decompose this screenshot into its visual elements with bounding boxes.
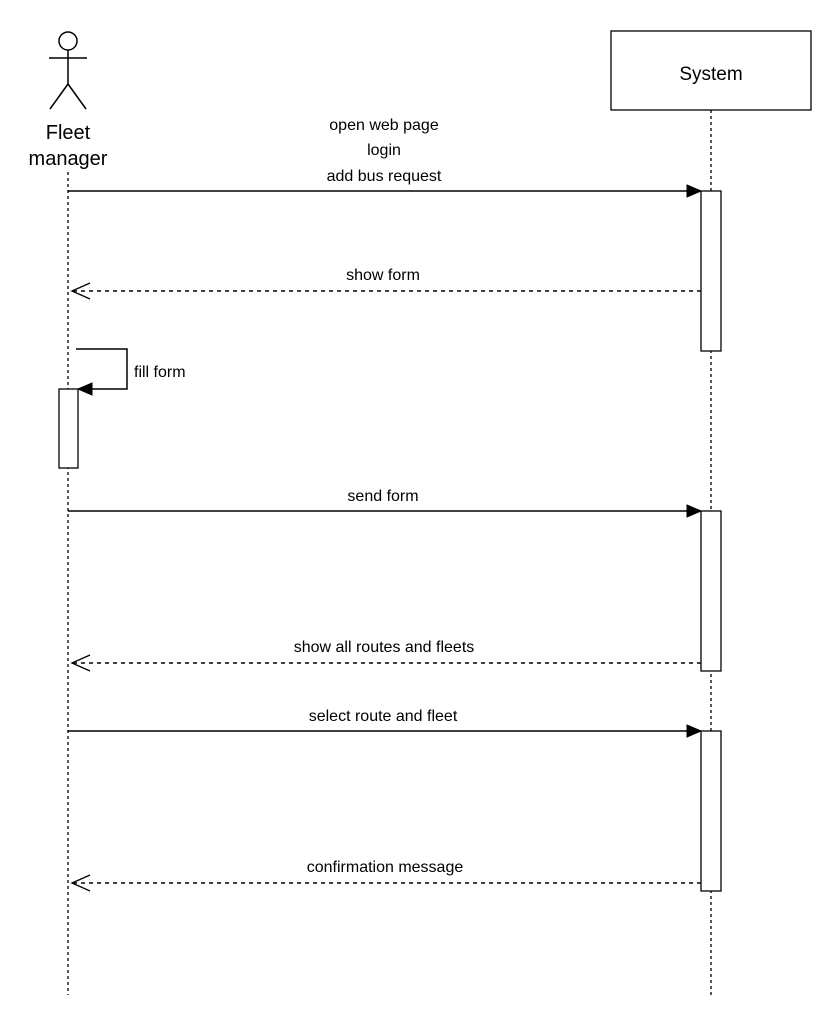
arrowhead-open-icon [70, 874, 91, 892]
message-label: fill form [134, 364, 186, 381]
activation-bar-system-2 [700, 510, 722, 672]
message-label-login: login [367, 142, 401, 159]
activation-bar-system-3 [700, 730, 722, 892]
message-show-form: show form [70, 267, 701, 300]
arrowhead-filled-icon [686, 504, 703, 518]
arrowhead-filled-icon [686, 724, 703, 738]
message-select-route-fleet: select route and fleet [68, 708, 703, 738]
arrowhead-filled-icon [686, 184, 703, 198]
system-label: System [679, 64, 742, 85]
message-confirmation: confirmation message [70, 859, 701, 892]
arrowhead-open-icon [70, 654, 91, 672]
message-label: send form [347, 488, 418, 505]
system-box [610, 30, 812, 111]
actor-label-line2: manager [29, 148, 108, 170]
actor-label-line1: Fleet [46, 122, 91, 144]
message-label-add-bus-request: add bus request [327, 168, 442, 185]
participant-system: System [610, 30, 812, 111]
message-show-routes-fleets: show all routes and fleets [70, 639, 701, 672]
message-label: confirmation message [307, 859, 464, 876]
arrowhead-open-icon [70, 282, 91, 300]
message-request: open web page login add bus request [68, 117, 703, 198]
arrowhead-filled-icon [76, 382, 93, 396]
message-fill-form: fill form [76, 348, 186, 396]
message-send-form: send form [68, 488, 703, 518]
message-label-open-web-page: open web page [329, 117, 439, 134]
stick-figure-icon [49, 31, 87, 110]
message-label: show form [346, 267, 420, 284]
message-label: select route and fleet [309, 708, 458, 725]
activation-bar-actor [58, 388, 79, 469]
message-label: show all routes and fleets [294, 639, 475, 656]
activation-bar-system-1 [700, 190, 722, 352]
self-message-line [76, 348, 128, 390]
actor-fleet-manager: Fleet manager [29, 31, 108, 170]
